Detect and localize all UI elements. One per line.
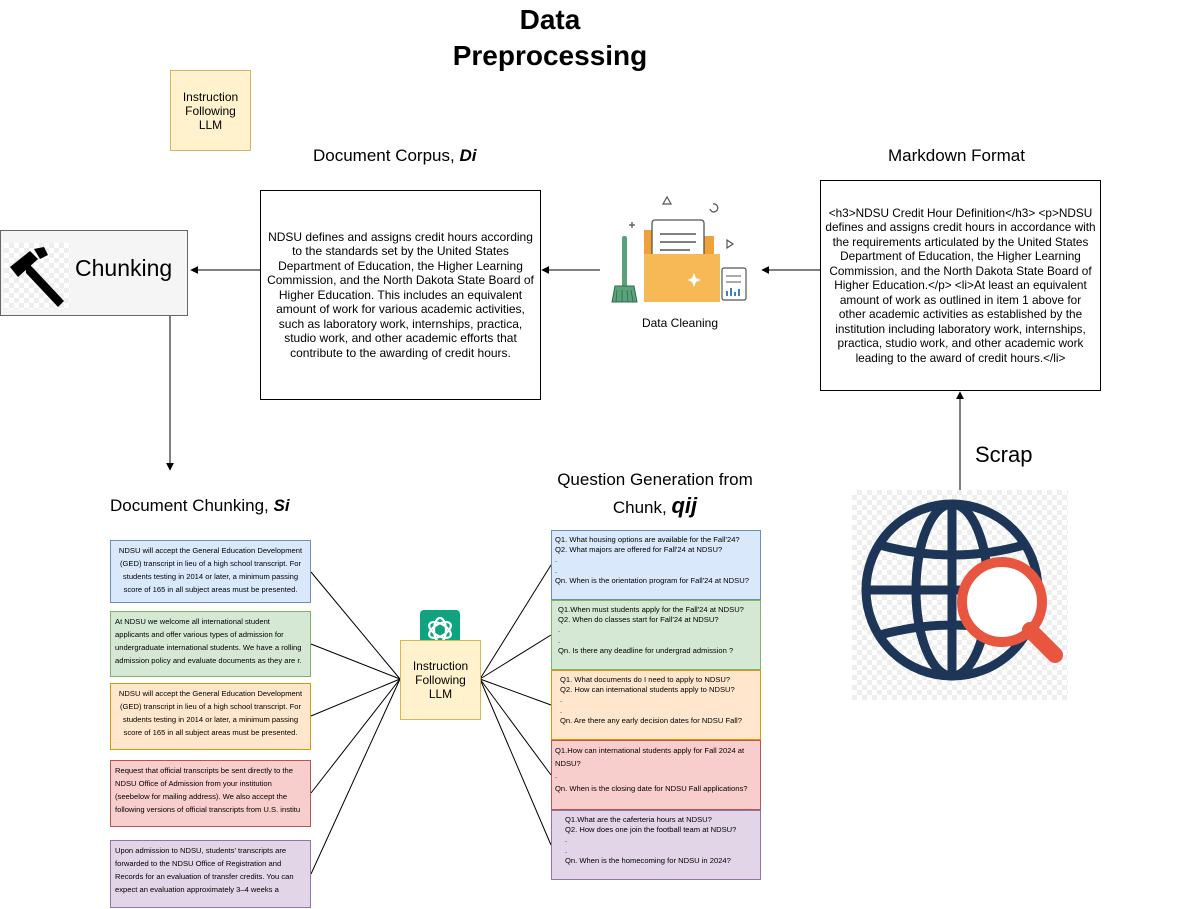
globe-search-icon	[861, 499, 1063, 681]
question-group-3-text: Q1. What documents do I need to apply to…	[560, 675, 742, 725]
question-group-1: Q1. What housing options are available f…	[551, 530, 761, 600]
document-corpus-caption: Document Corpus, Di	[313, 145, 476, 167]
top-llm-label-1: Instruction	[182, 89, 239, 104]
chunk-1: NDSU will accept the General Education D…	[110, 540, 311, 603]
mid-llm-label-2: Following	[415, 673, 466, 687]
document-corpus-caption-text: Document Corpus,	[313, 146, 460, 165]
markdown-text: <h3>NDSU Credit Hour Definition</h3> <p>…	[825, 205, 1096, 365]
top-llm-box: Instruction Following LLM	[170, 70, 251, 151]
question-group-5-text: Q1.What are the caferteria hours at NDSU…	[565, 815, 737, 865]
chunk-1-text: NDSU will accept the General Education D…	[118, 546, 305, 594]
chunk-4-text: Request that official transcripts be sen…	[115, 766, 301, 814]
document-corpus-box: NDSU defines and assigns credit hours ac…	[260, 190, 541, 400]
document-chunking-symbol: Si	[273, 496, 290, 515]
llm-to-question-lines	[479, 564, 552, 846]
question-caption-line-1: Question Generation from	[557, 470, 753, 489]
chunk-2-text: At NDSU we welcome all international stu…	[115, 617, 304, 665]
question-caption-line-2: Chunk, qij	[550, 495, 760, 519]
markdown-box: <h3>NDSU Credit Hour Definition</h3> <p>…	[820, 180, 1101, 391]
globe-search-icon-wrap	[852, 490, 1068, 700]
question-group-2-text: Q1.When must students apply for the Fall…	[558, 605, 744, 655]
top-llm-label-3: LLM	[198, 117, 223, 132]
title-line-1: Data	[519, 4, 581, 35]
question-group-4-text: Q1.How can international students apply …	[555, 746, 748, 793]
question-caption-line-2-text: Chunk,	[612, 498, 672, 517]
question-group-5: Q1.What are the caferteria hours at NDSU…	[551, 810, 761, 880]
document-chunking-caption: Document Chunking, Si	[110, 495, 290, 517]
mid-llm-box: Instruction Following LLM	[400, 640, 481, 720]
top-llm-label-2: Following	[185, 103, 236, 118]
document-corpus-symbol: Di	[459, 146, 477, 165]
data-cleaning-label: Data Cleaning	[641, 316, 719, 330]
mid-llm-label-3: LLM	[428, 687, 453, 701]
data-cleaning-group: Data Cleaning	[600, 190, 760, 340]
document-corpus-text: NDSU defines and assigns credit hours ac…	[267, 229, 534, 360]
question-group-1-text: Q1. What housing options are available f…	[555, 535, 749, 585]
chunk-to-llm-lines	[310, 571, 401, 875]
chunk-4: Request that official transcripts be sen…	[110, 760, 311, 827]
question-caption-symbol: qij	[671, 493, 698, 518]
chunk-3: NDSU will accept the General Education D…	[110, 683, 311, 750]
document-chunking-caption-text: Document Chunking,	[110, 496, 274, 515]
question-generation-caption: Question Generation from Chunk, qij	[550, 469, 760, 519]
title-line-2: Preprocessing	[452, 40, 648, 71]
chunk-5-text: Upon admission to NDSU, students' transc…	[115, 846, 296, 894]
markdown-caption: Markdown Format	[888, 146, 1025, 165]
question-group-3: Q1. What documents do I need to apply to…	[551, 670, 761, 740]
chunk-2: At NDSU we welcome all international stu…	[110, 611, 311, 677]
chunking-box: Chunking	[0, 230, 188, 316]
scrap-label: Scrap	[975, 442, 1033, 467]
hammer-icon	[10, 247, 64, 307]
question-group-4: Q1.How can international students apply …	[551, 740, 761, 810]
diagram-title: Data Preprocessing	[430, 2, 670, 74]
question-group-2: Q1.When must students apply for the Fall…	[551, 600, 761, 670]
hammer-icon-wrap	[4, 243, 70, 309]
data-cleaning-icon	[611, 195, 747, 303]
chunk-3-text: NDSU will accept the General Education D…	[118, 689, 305, 737]
chunk-5: Upon admission to NDSU, students' transc…	[110, 840, 311, 908]
mid-llm-label-1: Instruction	[412, 659, 469, 673]
chunking-label: Chunking	[75, 255, 173, 281]
